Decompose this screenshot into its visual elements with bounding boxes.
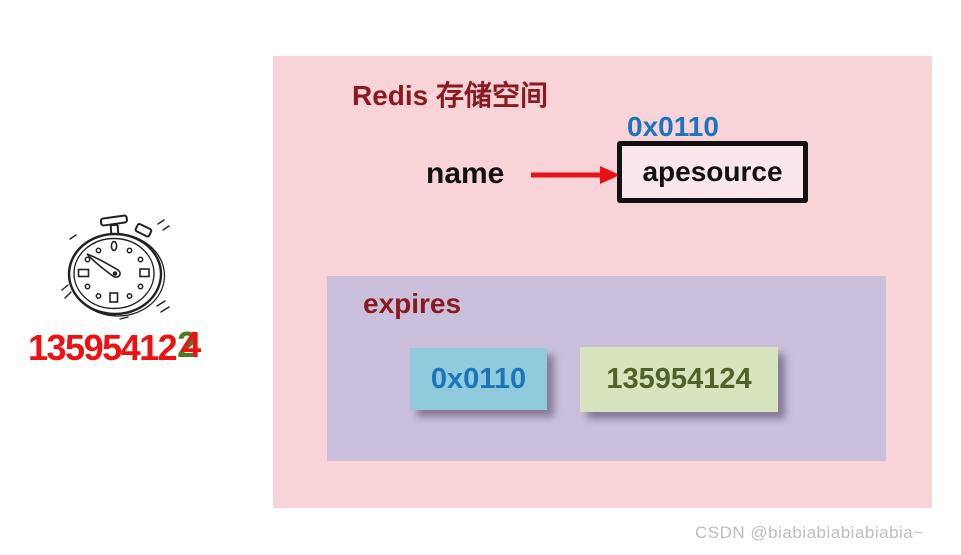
expires-key-address-text: 0x0110 xyxy=(430,362,527,395)
expires-key-address-chip: 0x0110 xyxy=(410,348,547,410)
expires-label: expires xyxy=(363,288,462,319)
timestamp-digit-front: 4 xyxy=(181,324,201,365)
key-name-label: name xyxy=(426,157,505,190)
value-box-text: apesource xyxy=(642,156,783,187)
stopwatch-icon xyxy=(61,214,170,320)
arrow-icon xyxy=(531,166,620,184)
timestamp-prefix: 13595412 xyxy=(28,327,178,368)
value-box-address: 0x0110 xyxy=(627,111,719,142)
value-box: apesource xyxy=(617,141,808,203)
expires-timestamp-chip: 135954124 xyxy=(580,347,778,412)
expires-timestamp-text: 135954124 xyxy=(606,363,752,395)
csdn-watermark: CSDN @biabiabiabiabiabia~ xyxy=(695,523,924,542)
panel-title: Redis 存储空间 xyxy=(352,80,549,111)
timestamp-digit-back: 2 xyxy=(177,324,197,365)
